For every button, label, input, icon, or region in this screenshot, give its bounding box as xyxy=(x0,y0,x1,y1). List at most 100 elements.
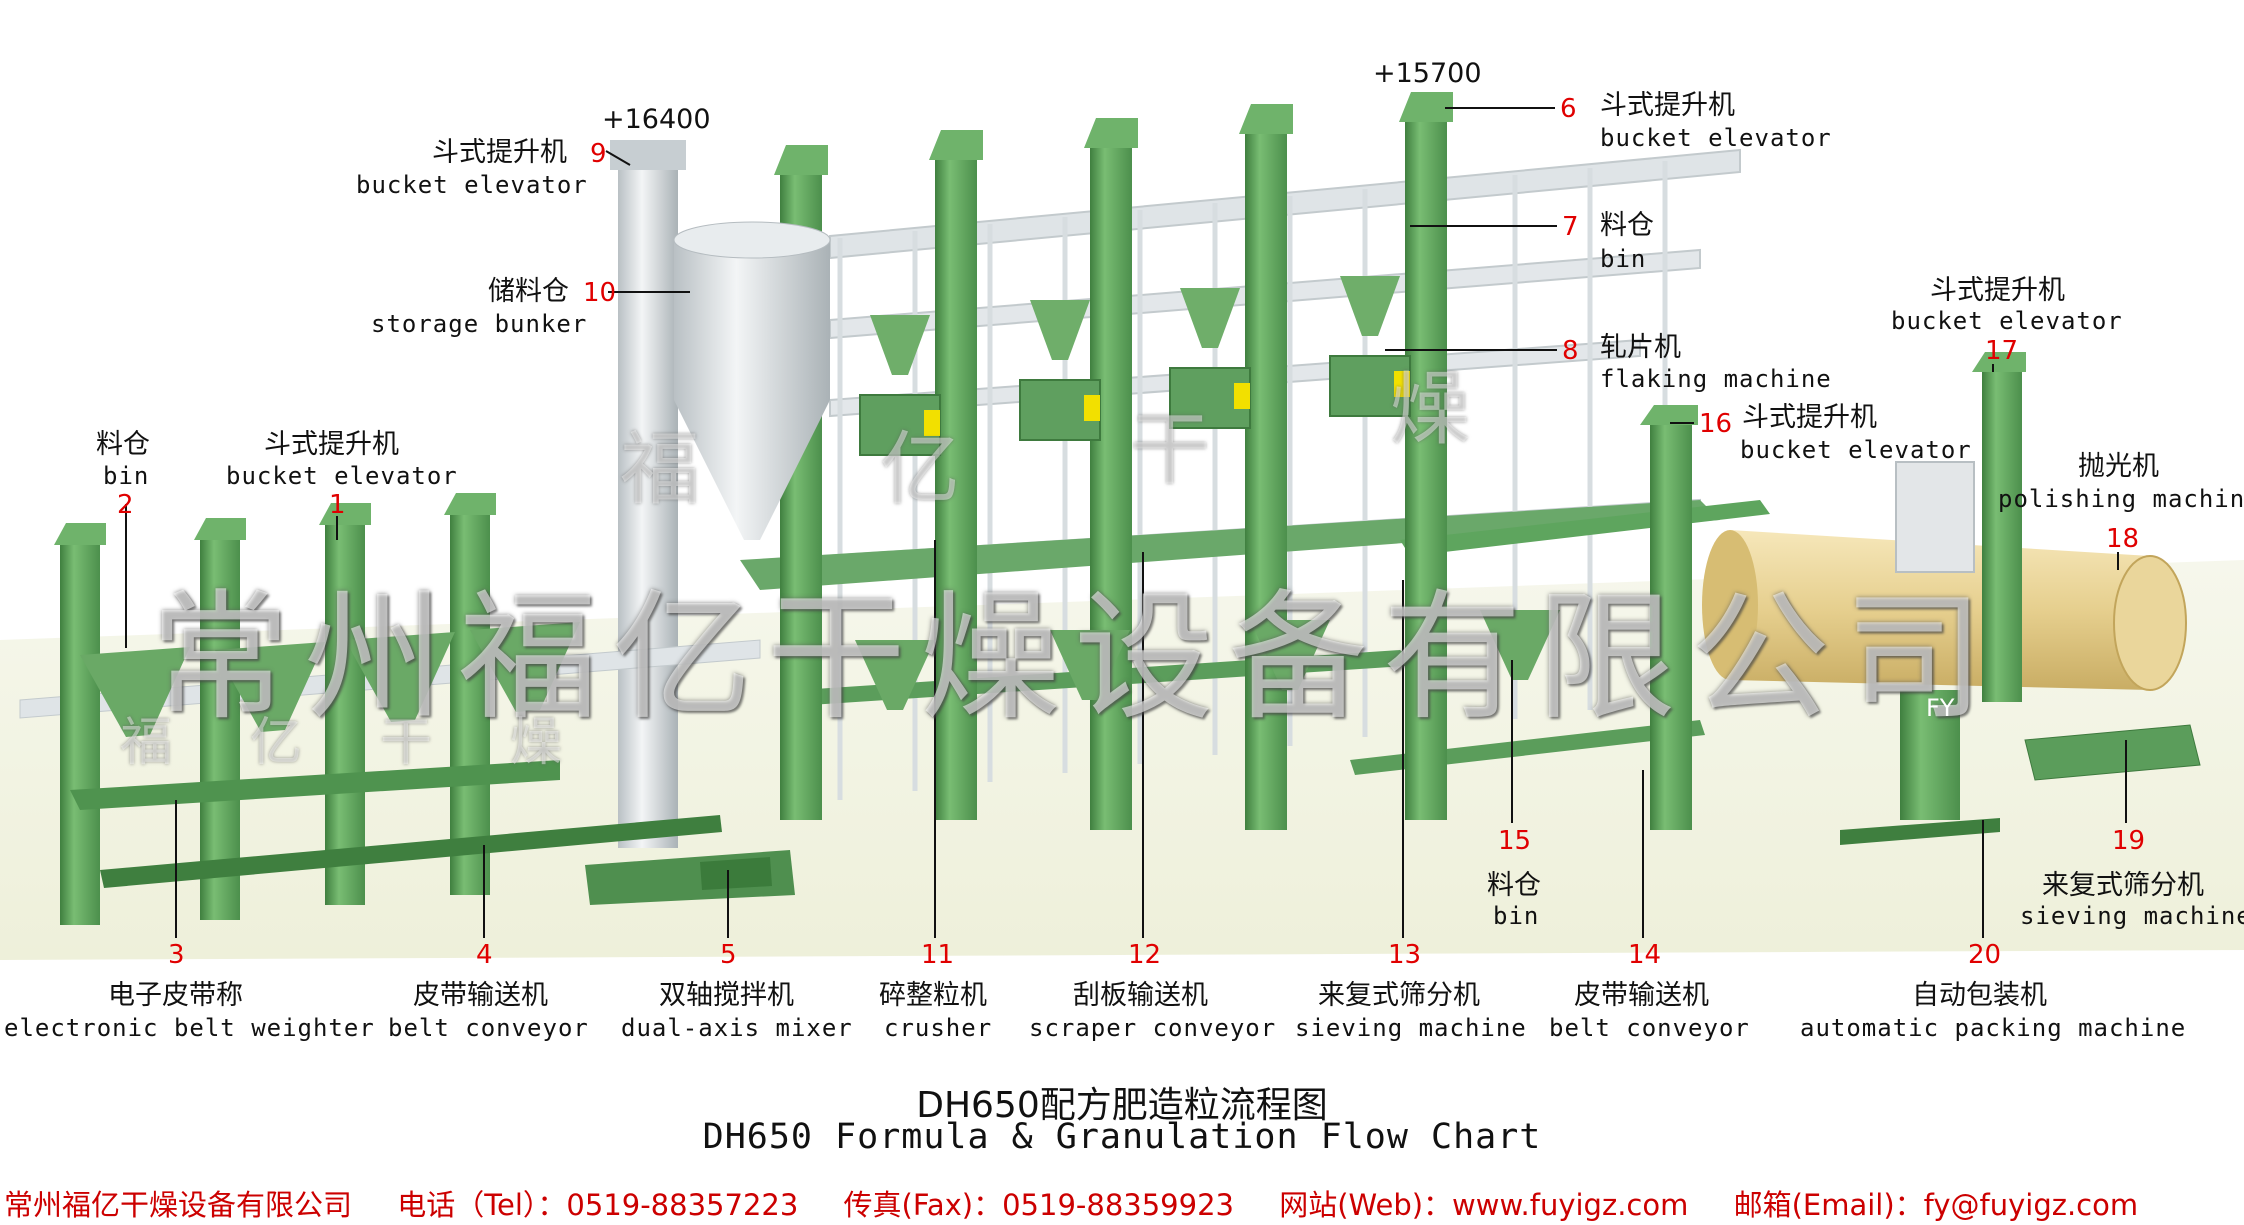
number-3: 3 xyxy=(168,940,185,970)
label-13-en: sieving machine xyxy=(1295,1014,1527,1042)
label-8-en: flaking machine xyxy=(1600,365,1832,393)
brand-mark: FY xyxy=(1926,694,1955,722)
elevator-17-bin xyxy=(1895,461,1975,573)
left-bin-1 xyxy=(80,647,190,737)
label-7-cn: 料仓 xyxy=(1600,210,1654,241)
number-18: 18 xyxy=(2106,524,2140,554)
left-elevator-head-3 xyxy=(319,503,371,525)
label-18-cn: 抛光机 xyxy=(2078,451,2159,482)
polishing-drum-inlet xyxy=(1702,530,1758,680)
flaking-hopper-3 xyxy=(1180,288,1240,348)
label-19-cn: 来复式筛分机 xyxy=(2042,870,2204,901)
number-2: 2 xyxy=(117,490,134,520)
deck-hopper-2 xyxy=(1050,630,1130,700)
elevator-16-head xyxy=(1640,405,1698,425)
watermark-char-1: 福 xyxy=(620,423,700,516)
deck-hopper-1 xyxy=(855,640,935,710)
label-11-cn: 碎整粒机 xyxy=(879,980,987,1011)
label-16-en: bucket elevator xyxy=(1740,436,1972,464)
number-19: 19 xyxy=(2112,826,2146,856)
packing-conveyor xyxy=(1840,818,2000,845)
leader-line-9 xyxy=(605,150,631,166)
center-elevator-5 xyxy=(1405,122,1447,820)
elevation-left: +16400 xyxy=(602,104,711,135)
storage-bunker-cone xyxy=(674,400,830,540)
left-elevator-3 xyxy=(325,525,365,905)
watermark-char-4: 燥 xyxy=(1390,363,1470,456)
flaking-machine-motor-2 xyxy=(1084,395,1100,421)
label-2-en: bin xyxy=(103,462,150,490)
label-20-cn: 自动包装机 xyxy=(1912,980,2047,1011)
left-bin-2 xyxy=(215,642,325,732)
footer-web[interactable]: 网站(Web)：www.fuyigz.com xyxy=(1279,1188,1689,1222)
elevator-17 xyxy=(1982,372,2022,702)
label-14-en: belt conveyor xyxy=(1549,1014,1750,1042)
label-8-cn: 轧片机 xyxy=(1600,332,1681,363)
label-16-cn: 斗式提升机 xyxy=(1742,402,1877,433)
label-17-en: bucket elevator xyxy=(1891,307,2123,335)
tall-elevator-9 xyxy=(618,148,678,848)
label-18-en: polishing machine xyxy=(1998,485,2244,513)
deck-hopper-3 xyxy=(1250,620,1330,690)
center-elevator-head-1 xyxy=(774,145,828,175)
center-elevator-4 xyxy=(1245,134,1287,830)
watermark-company: 常州福亿干燥设备有限公司 xyxy=(150,577,1999,740)
flaking-hopper-1 xyxy=(870,315,930,375)
label-5-cn: 双轴搅拌机 xyxy=(659,980,794,1011)
left-elevator-1 xyxy=(60,545,100,925)
left-feeder-rail xyxy=(70,760,560,810)
left-elevator-2 xyxy=(200,540,240,920)
watermark-char-3: 干 xyxy=(1130,403,1210,496)
belt-conveyor-4 xyxy=(100,815,722,888)
number-10: 10 xyxy=(583,278,617,308)
left-bin-3 xyxy=(345,632,455,722)
flaking-hopper-4 xyxy=(1340,276,1400,336)
storage-bunker-top xyxy=(673,221,831,259)
tall-elevator-9-head xyxy=(610,140,686,170)
center-elevator-head-4 xyxy=(1239,104,1293,134)
label-2-cn: 料仓 xyxy=(96,429,150,460)
number-12: 12 xyxy=(1128,940,1162,970)
center-elevator-head-5 xyxy=(1399,92,1453,122)
label-14-cn: 皮带输送机 xyxy=(1574,980,1709,1011)
number-4: 4 xyxy=(476,940,493,970)
number-15: 15 xyxy=(1498,826,1532,856)
label-12-en: scraper conveyor xyxy=(1029,1014,1277,1042)
label-1-cn: 斗式提升机 xyxy=(264,429,399,460)
left-elevator-head-2 xyxy=(194,518,246,540)
watermark-char-8: 燥 xyxy=(510,713,563,773)
footer-email[interactable]: 邮箱(Email)：fy@fuyigz.com xyxy=(1733,1188,2139,1222)
label-15-en: bin xyxy=(1493,902,1540,930)
label-12-cn: 刮板输送机 xyxy=(1073,980,1208,1011)
number-7: 7 xyxy=(1562,212,1579,242)
label-17-cn: 斗式提升机 xyxy=(1930,275,2065,306)
contact-footer: 常州福亿干燥设备有限公司 电话（Tel）：0519-88357223 传真(Fa… xyxy=(4,1182,2174,1224)
label-15-cn: 料仓 xyxy=(1487,870,1541,901)
number-13: 13 xyxy=(1388,940,1422,970)
label-9-en: bucket elevator xyxy=(356,171,588,199)
center-elevator-head-2 xyxy=(929,130,983,160)
left-elevator-4 xyxy=(450,515,490,895)
left-elevator-head-1 xyxy=(54,523,106,545)
packing-machine xyxy=(1900,690,1960,820)
deck-hopper-4 xyxy=(1480,610,1560,680)
label-9-cn: 斗式提升机 xyxy=(432,137,567,168)
elevation-right: +15700 xyxy=(1373,58,1482,89)
number-11: 11 xyxy=(921,940,955,970)
label-4-cn: 皮带输送机 xyxy=(413,980,548,1011)
sieving-machine-19 xyxy=(2024,724,2201,781)
polishing-drum-end xyxy=(2113,555,2187,691)
main-conveyor-deck xyxy=(740,500,1720,590)
number-20: 20 xyxy=(1968,940,2002,970)
flaking-machine-motor-1 xyxy=(924,410,940,436)
left-bin-4 xyxy=(470,622,580,712)
label-10-en: storage bunker xyxy=(371,310,588,338)
flaking-machine-motor-4 xyxy=(1394,371,1410,397)
elevator-16 xyxy=(1650,425,1692,830)
center-elevator-head-3 xyxy=(1084,118,1138,148)
label-19-en: sieving machine xyxy=(2020,902,2244,930)
number-17: 17 xyxy=(1985,336,2019,366)
footer-company: 常州福亿干燥设备有限公司 xyxy=(4,1188,353,1222)
label-7-en: bin xyxy=(1600,245,1647,273)
